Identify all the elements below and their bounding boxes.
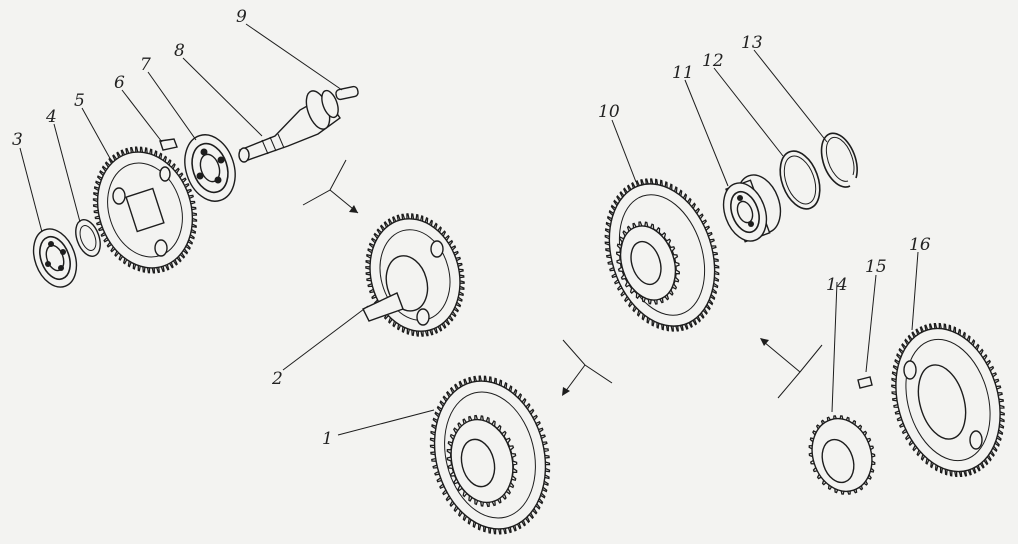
callout-9: 9 [236,7,247,27]
callout-4: 4 [45,107,57,127]
part-13-circlip [820,132,858,188]
part-12-ring [779,150,821,210]
part-15-key [857,376,873,389]
part-2-gear-shaft [362,213,465,337]
assembly-arrow-upper [302,159,359,214]
callout-15: 15 [865,257,887,277]
assembly-arrow-lower [562,339,613,396]
callout-numbers: 1 2 3 4 5 6 7 8 9 10 11 12 13 14 15 16 [12,7,931,449]
callout-12: 12 [702,51,724,71]
part-6-key [159,138,178,151]
part-14-small-gear [808,415,876,495]
assembly-arrow-right [760,338,823,399]
callout-6: 6 [114,73,125,93]
callout-2: 2 [271,369,283,389]
callout-5: 5 [74,91,85,111]
part-11-bearing [722,174,782,243]
part-3-bearing [32,228,78,288]
part-5-gear [92,146,198,274]
callout-13: 13 [741,33,763,53]
callout-11: 11 [672,63,694,83]
callout-1-label: 1 [322,429,333,449]
callout-8: 8 [174,41,185,61]
part-4-washer [75,219,101,257]
callout-10: 10 [598,102,620,122]
callout-3: 3 [12,130,23,150]
part-10-compound-gear [604,178,720,332]
part-7-bearing [184,134,236,202]
part-8-shaft [238,89,341,163]
part-16-gear [891,322,1005,478]
callout-16: 16 [909,235,931,255]
part-1-compound-gear [429,375,551,535]
callout-14: 14 [826,275,848,295]
leader-lines [19,23,919,436]
callout-7: 7 [140,55,151,75]
